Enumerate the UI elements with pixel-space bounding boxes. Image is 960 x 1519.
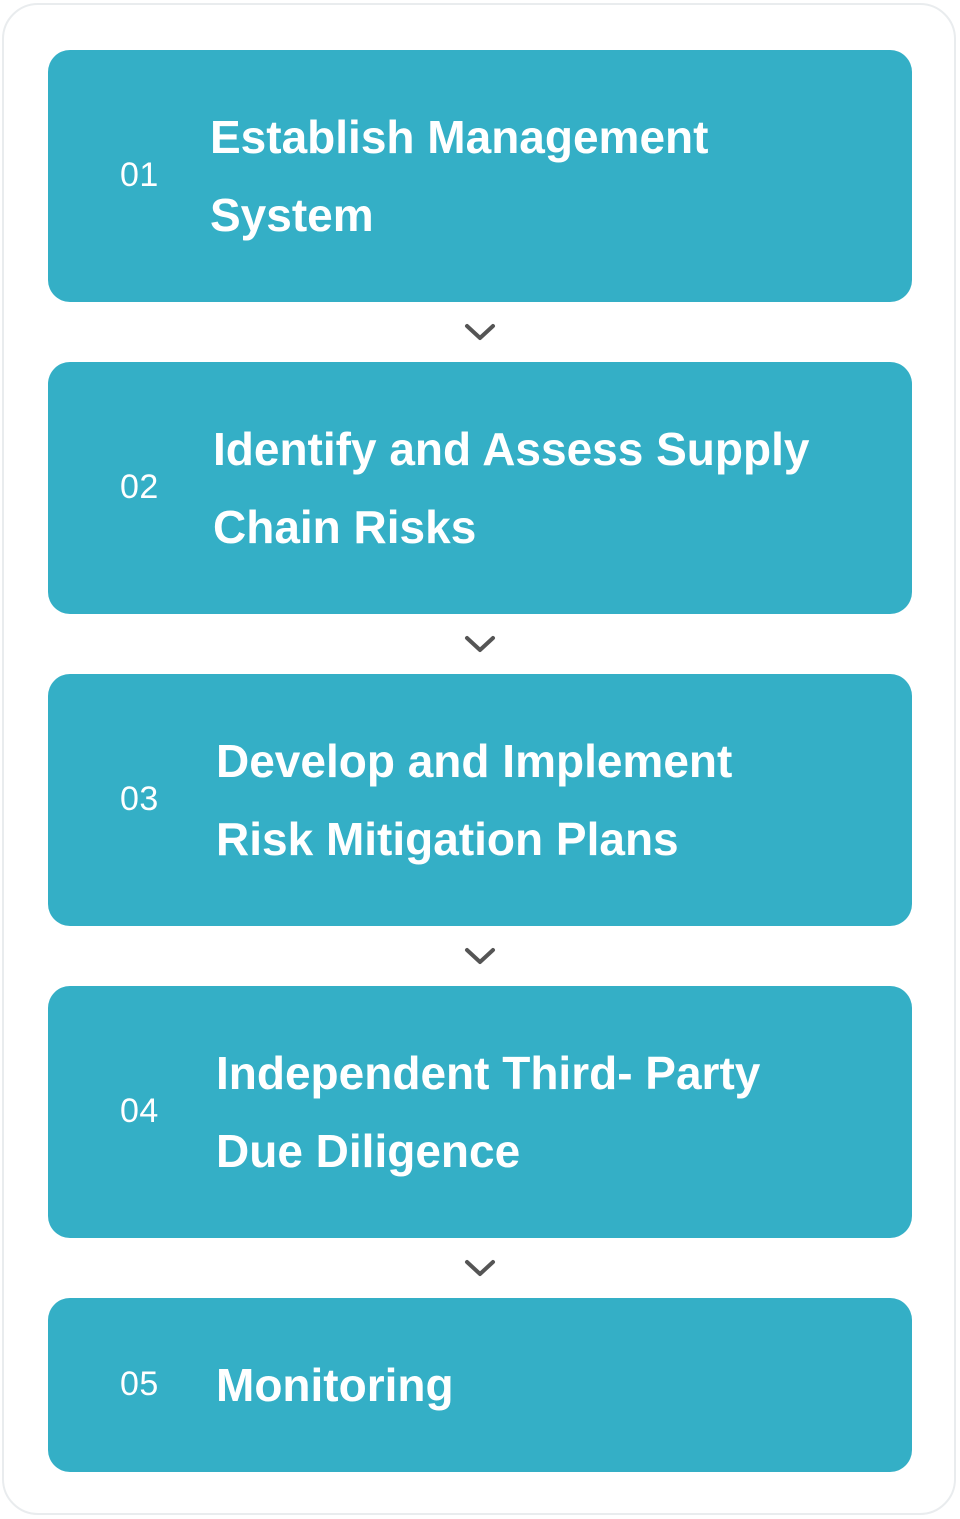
- step-box-04: 04 Independent Third- Party Due Diligenc…: [48, 986, 912, 1238]
- step-title-line: Chain Risks: [213, 501, 477, 553]
- step-title-line: Monitoring: [216, 1359, 454, 1411]
- step-number: 05: [120, 1365, 159, 1403]
- chevron-down-icon: [463, 945, 497, 967]
- step-number: 03: [120, 780, 159, 818]
- step-title-line: Develop and Implement: [216, 735, 733, 787]
- chevron-down-icon: [463, 633, 497, 655]
- chevron-down-icon: [463, 1257, 497, 1279]
- step-title: Monitoring: [216, 1346, 454, 1424]
- step-box-03: 03 Develop and Implement Risk Mitigation…: [48, 674, 912, 926]
- step-title-line: Establish Management: [210, 111, 709, 163]
- step-number: 04: [120, 1092, 159, 1130]
- step-title: Identify and Assess Supply Chain Risks: [213, 410, 809, 566]
- step-title-line: Due Diligence: [216, 1125, 521, 1177]
- step-title: Develop and Implement Risk Mitigation Pl…: [216, 722, 732, 878]
- step-number: 01: [120, 156, 159, 194]
- step-title-line: Identify and Assess Supply: [213, 423, 810, 475]
- step-title-line: Independent Third- Party: [216, 1047, 761, 1099]
- chevron-down-icon: [463, 321, 497, 343]
- step-title-line: Risk Mitigation Plans: [216, 813, 679, 865]
- step-box-01: 01 Establish Management System: [48, 50, 912, 302]
- step-box-05: 05 Monitoring: [48, 1298, 912, 1472]
- step-title: Independent Third- Party Due Diligence: [216, 1034, 760, 1190]
- step-box-02: 02 Identify and Assess Supply Chain Risk…: [48, 362, 912, 614]
- step-title: Establish Management System: [210, 98, 708, 254]
- step-number: 02: [120, 468, 159, 506]
- step-title-line: System: [210, 189, 374, 241]
